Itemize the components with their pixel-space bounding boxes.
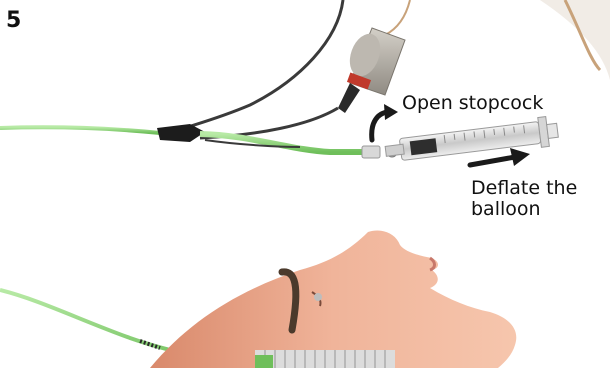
- dark-cable-top: [175, 0, 343, 132]
- eye-tape: [314, 293, 322, 301]
- deflate-label-line2: balloon: [471, 199, 577, 220]
- curved-arrow-icon: [372, 104, 398, 140]
- deflate-balloon-label: Deflate the balloon: [471, 178, 577, 220]
- patient-face: [150, 231, 516, 368]
- catheter-line-left: [0, 127, 160, 133]
- breathing-tube: [255, 350, 395, 368]
- deflate-label-line1: Deflate the: [471, 178, 577, 199]
- step-number: 5: [6, 10, 21, 31]
- syringe: [384, 115, 559, 166]
- tan-cable-top: [385, 0, 410, 35]
- y-junction: [157, 124, 205, 142]
- open-stopcock-label: Open stopcock: [402, 93, 543, 114]
